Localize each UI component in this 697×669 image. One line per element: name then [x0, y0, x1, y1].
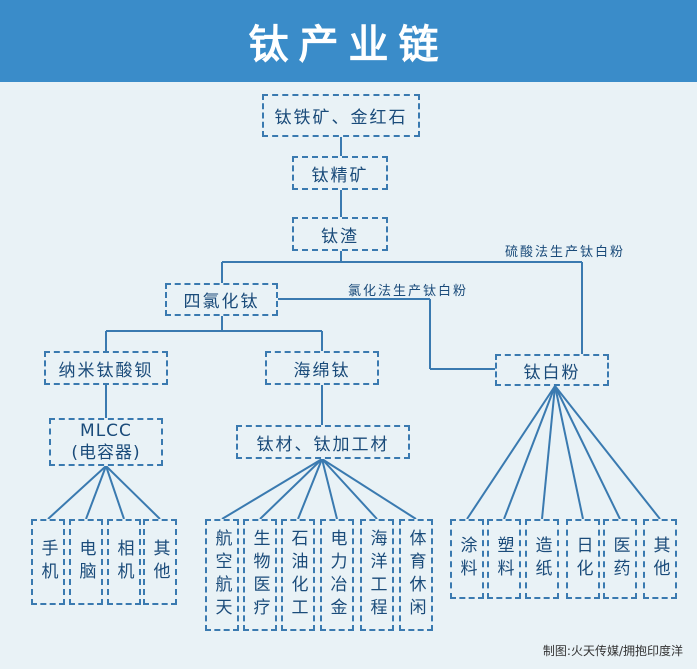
- mlcc-label: MLCC: [80, 421, 132, 441]
- label-chloride-process: 氯化法生产钛白粉: [348, 284, 469, 299]
- node-tio2: 钛白粉: [495, 354, 609, 386]
- node-batio3: 纳米钛酸钡: [44, 351, 168, 385]
- page-title: 钛产业链: [248, 22, 449, 68]
- app-mlcc-other: 其他: [143, 519, 177, 605]
- node-ore: 钛铁矿、金红石: [262, 94, 420, 137]
- app-daily-chemicals: 日化: [566, 519, 600, 599]
- app-aerospace: 航空航天: [205, 519, 239, 631]
- node-concentrate: 钛精矿: [292, 156, 388, 190]
- app-medicine: 医药: [603, 519, 637, 599]
- mlcc-sublabel: (电容器): [71, 443, 141, 463]
- app-tio2-other: 其他: [643, 519, 677, 599]
- app-camera: 相机: [107, 519, 141, 605]
- node-sponge: 海绵钛: [265, 351, 379, 385]
- label-sulfuric-process: 硫酸法生产钛白粉: [505, 245, 626, 260]
- node-ticl4: 四氯化钛: [165, 283, 278, 316]
- app-plastics: 塑料: [487, 519, 521, 599]
- node-mlcc: MLCC (电容器): [49, 418, 163, 466]
- app-paper: 造纸: [525, 519, 559, 599]
- app-coatings: 涂料: [450, 519, 484, 599]
- app-power-metallurgy: 电力冶金: [320, 519, 354, 631]
- app-sports-leisure: 体育休闲: [399, 519, 433, 631]
- app-biomedical: 生物医疗: [243, 519, 277, 631]
- node-slag: 钛渣: [292, 217, 388, 251]
- app-petrochemical: 石油化工: [281, 519, 315, 631]
- node-materials: 钛材、钛加工材: [236, 425, 410, 459]
- app-computer: 电脑: [69, 519, 103, 605]
- app-ocean-engineering: 海洋工程: [360, 519, 394, 631]
- credit-text: 制图:火天传媒/拥抱印度洋: [542, 644, 683, 658]
- header-banner: 钛产业链: [0, 0, 697, 82]
- app-phone: 手机: [31, 519, 65, 605]
